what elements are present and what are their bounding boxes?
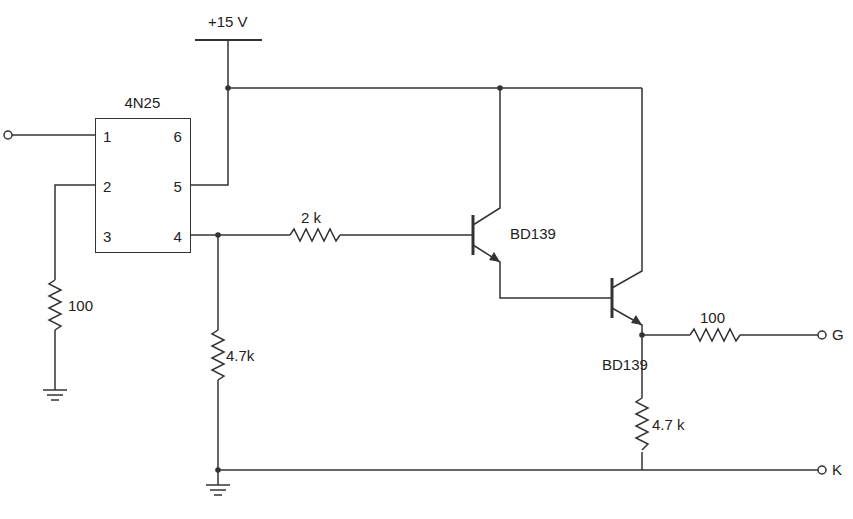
supply-voltage: +15 V bbox=[208, 14, 248, 29]
resistor-value: 2 k bbox=[301, 210, 321, 225]
terminal-name: G bbox=[832, 327, 844, 342]
transistor-name: BD139 bbox=[602, 357, 648, 372]
resistor-value: 4.7k bbox=[226, 348, 254, 363]
resistor-value: 100 bbox=[700, 310, 725, 325]
part-name: 4N25 bbox=[124, 95, 160, 110]
resistor-value: 100 bbox=[68, 298, 93, 313]
pin-number: 5 bbox=[173, 179, 181, 194]
transistor-name: BD139 bbox=[510, 226, 556, 241]
pin-number: 3 bbox=[103, 229, 111, 244]
optocoupler-ic: 4N25162534 bbox=[95, 118, 191, 253]
pin-number: 6 bbox=[173, 129, 181, 144]
terminal-name: K bbox=[832, 462, 842, 477]
pin-number: 2 bbox=[103, 179, 111, 194]
pin-number: 1 bbox=[103, 129, 111, 144]
pin-number: 4 bbox=[173, 229, 181, 244]
resistor-value: 4.7 k bbox=[652, 417, 685, 432]
